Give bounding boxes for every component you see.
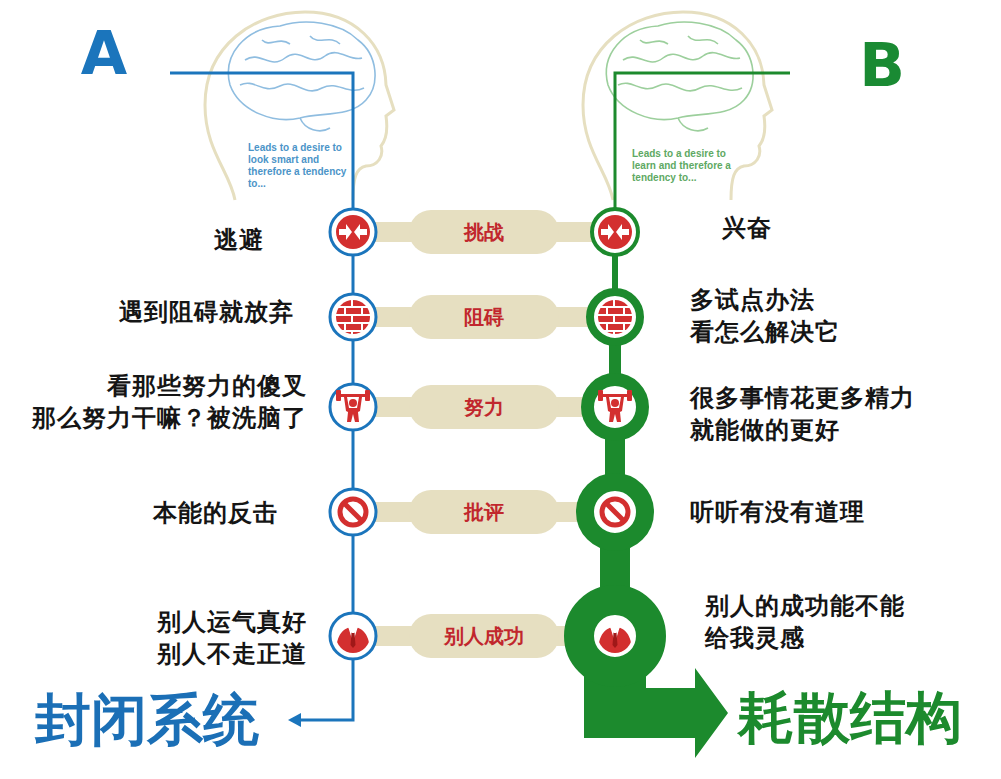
effort-icon xyxy=(336,390,370,422)
brain-sketch xyxy=(606,22,753,131)
pill-label: 阻碍 xyxy=(464,304,504,331)
step-pill: 努力 xyxy=(409,385,559,429)
head-outline xyxy=(583,12,772,200)
success-icon xyxy=(336,627,370,653)
reaction-text: 多试点办法 看怎么解决它 xyxy=(690,284,862,348)
row-band xyxy=(353,222,615,646)
reaction-text: 本能的反击 xyxy=(28,497,278,529)
pill-label: 挑战 xyxy=(464,219,504,246)
step-pill: 批评 xyxy=(409,490,559,534)
reaction-text: 逃避 xyxy=(64,224,264,256)
head-caption: Leads to a desire to learn and therefore… xyxy=(632,148,732,184)
reaction-text: 兴奋 xyxy=(722,212,922,244)
step-pill: 挑战 xyxy=(409,210,559,254)
reaction-text: 遇到阻碍就放弃 xyxy=(44,296,294,328)
open-path-line xyxy=(615,73,790,232)
panel-letter: B xyxy=(842,32,922,98)
reaction-text: 听听有没有道理 xyxy=(690,496,940,528)
step-pill: 别人成功 xyxy=(409,614,559,658)
pill-label: 别人成功 xyxy=(444,623,524,650)
reaction-text: 别人运气真好 别人不走正道 xyxy=(135,606,307,670)
step-circle xyxy=(330,209,376,659)
criticism-icon xyxy=(340,499,366,525)
step-pill: 阻碍 xyxy=(409,295,559,339)
challenge-icon xyxy=(336,215,370,249)
pill-label: 批评 xyxy=(464,499,504,526)
pill-label: 努力 xyxy=(464,394,504,421)
challenge-icon xyxy=(598,215,632,249)
outcome-title: 耗散结构 xyxy=(738,686,993,750)
criticism-icon xyxy=(602,499,628,525)
step-circle xyxy=(579,209,651,672)
success-icon xyxy=(598,627,632,653)
reaction-text: 很多事情花更多精力 就能做的更好 xyxy=(690,382,935,446)
panel-letter: A xyxy=(64,20,144,86)
reaction-text: 看那些努力的傻叉 那么努力干嘛？被洗脑了 xyxy=(15,370,307,434)
outcome-title: 封闭系统 xyxy=(35,688,285,752)
head-caption: Leads to a desire to look smart and ther… xyxy=(248,142,348,190)
effort-icon xyxy=(598,390,632,422)
reaction-text: 别人的成功能不能 给我灵感 xyxy=(705,590,923,654)
wall-icon xyxy=(591,300,639,338)
wall-icon xyxy=(329,300,377,338)
arrowhead xyxy=(288,713,301,727)
head-outline xyxy=(205,12,394,200)
